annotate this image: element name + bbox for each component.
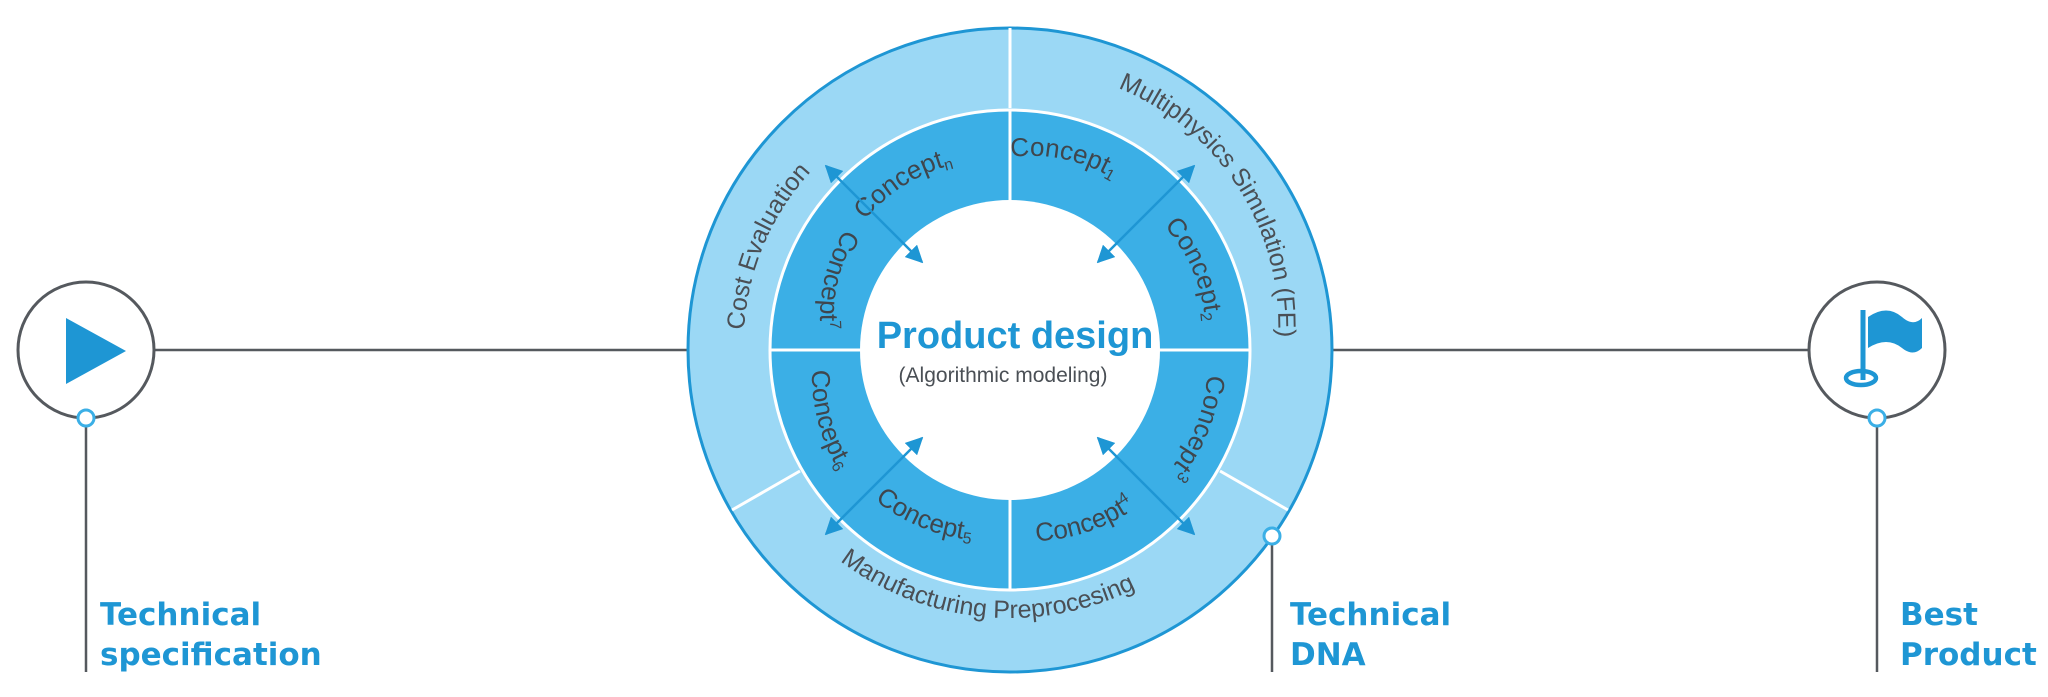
play-icon	[66, 318, 126, 384]
technical-dna-line2: DNA	[1290, 637, 1366, 673]
technical-specification-label: Technical specification	[100, 595, 322, 675]
technical-specification-line1: Technical	[100, 597, 262, 633]
start-pin	[76, 408, 96, 428]
dna-pin	[1262, 526, 1282, 546]
best-product-line2: Product	[1900, 637, 2037, 673]
start-milestone	[16, 280, 156, 672]
product-design-title: Product design	[877, 315, 1154, 357]
technical-dna-label: Technical DNA	[1290, 595, 1451, 675]
technical-specification-line2: specification	[100, 637, 322, 673]
arrow-concept-n	[824, 164, 924, 264]
outer-divider-left	[731, 469, 801, 512]
end-circle	[1807, 280, 1947, 420]
technical-dna-line1: Technical	[1290, 597, 1452, 633]
center-disc	[860, 200, 1160, 500]
flag-icon	[1843, 310, 1922, 388]
arrow-concept-6	[824, 436, 924, 536]
algorithmic-modeling-subtitle: (Algorithmic modeling)	[899, 364, 1108, 387]
arrow-concept-1	[1096, 164, 1196, 264]
best-product-label: Best Product	[1900, 595, 2037, 675]
outer-divider-right	[1219, 469, 1289, 512]
best-product-line1: Best	[1900, 597, 1978, 633]
end-pin	[1867, 408, 1887, 428]
arrow-concept-4	[1096, 436, 1196, 536]
end-milestone	[1807, 280, 1947, 672]
